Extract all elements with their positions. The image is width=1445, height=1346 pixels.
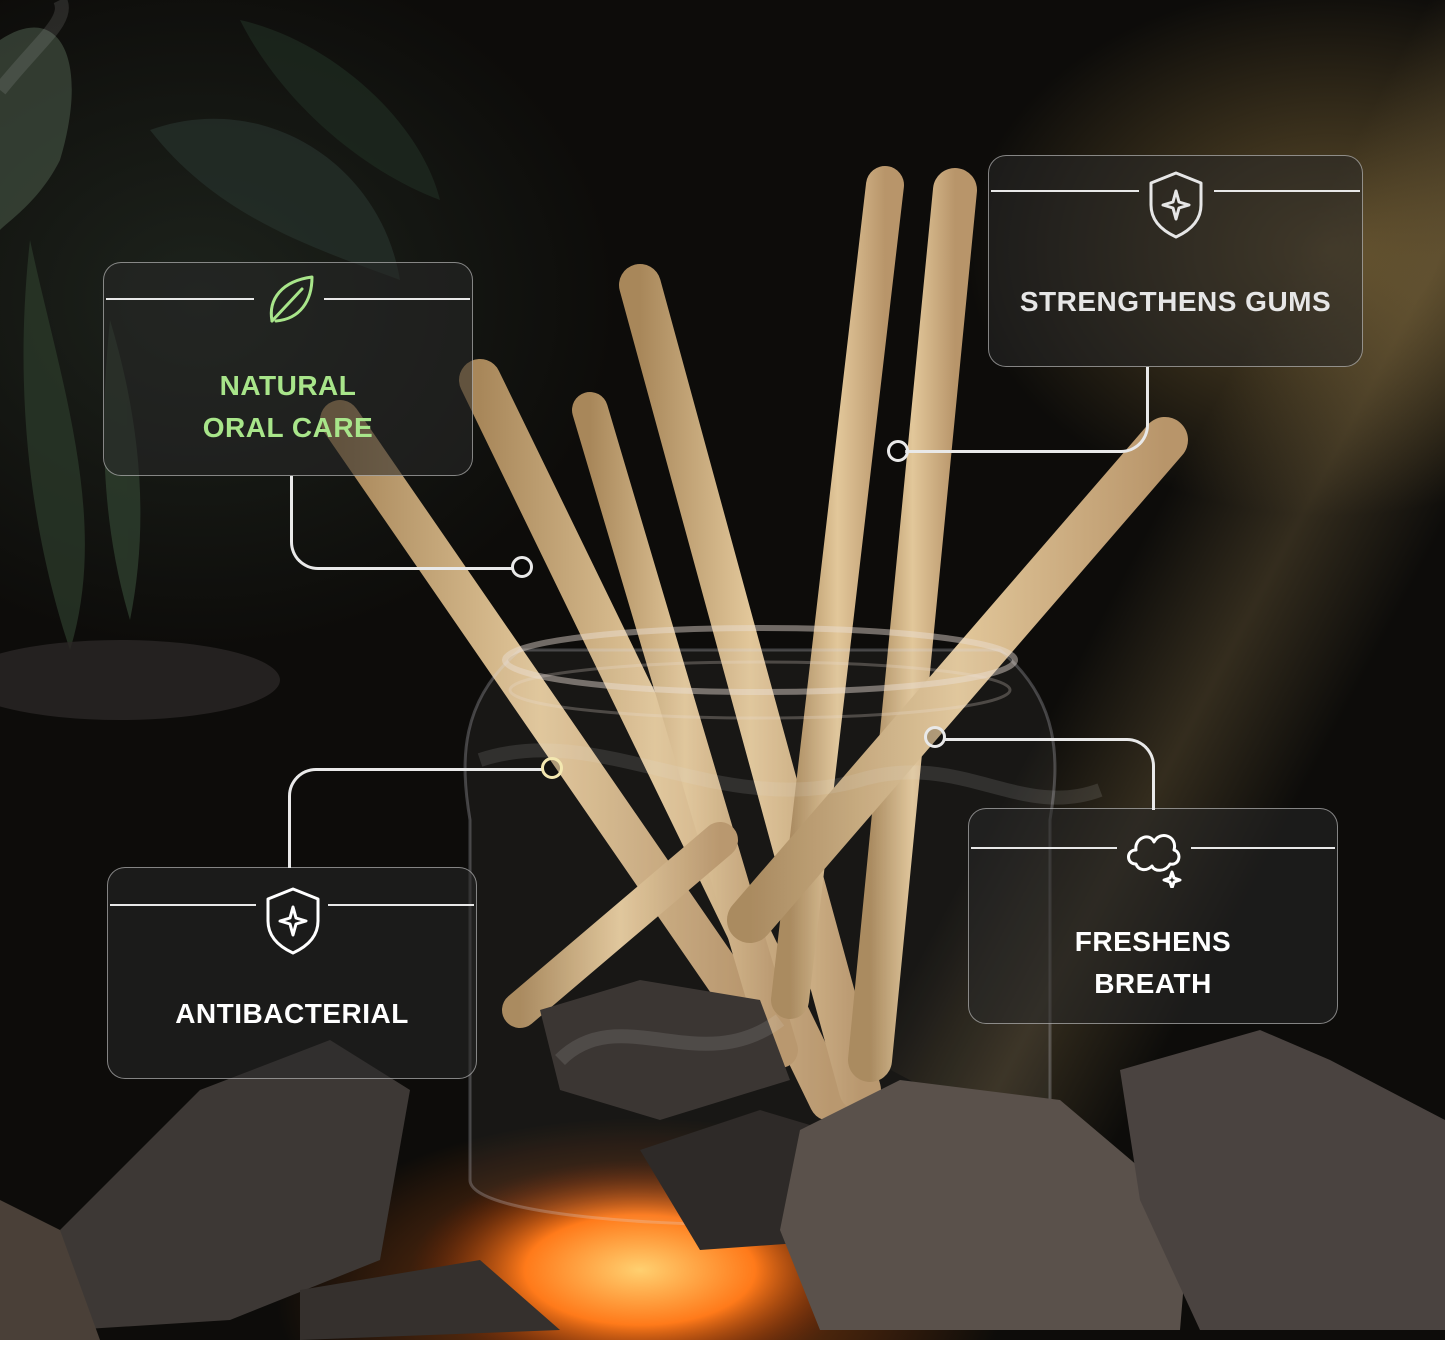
cloud-sparkle-icon [1119,819,1189,889]
smoke-wisps [0,0,1103,1066]
connector-line-antibacterial [288,768,542,868]
feature-card-natural-oral-care: NATURAL ORAL CARE [103,262,473,476]
rocks [0,980,1445,1340]
connector-line-breath [945,738,1155,810]
shield-sparkle-icon [1141,170,1211,240]
feature-title-line2: ORAL CARE [202,412,374,443]
feature-title: STRENGTHENS GUMS [1019,286,1332,317]
shield-sparkle-icon [258,886,328,956]
connector-dot-antibacterial [541,757,563,779]
card-divider [971,847,1117,849]
connector-line-gums [905,367,1149,453]
card-divider [1191,847,1335,849]
feature-title-line2: BREATH [1094,968,1212,999]
card-divider [106,298,254,300]
feature-card-strengthens-gums: STRENGTHENS GUMS [988,155,1363,367]
plant-pot [0,640,280,720]
feature-card-antibacterial: ANTIBACTERIAL [107,867,477,1079]
plant-leaves [0,20,440,650]
miswak-sticks [320,166,1188,1121]
card-divider [328,904,474,906]
card-divider [324,298,470,300]
card-divider [110,904,256,906]
leaf-icon [256,265,326,335]
feature-title-line1: FRESHENS [1074,926,1232,957]
feature-title-line1: NATURAL [219,370,357,401]
connector-line-natural [290,476,512,570]
card-divider [991,190,1139,192]
card-divider [1214,190,1360,192]
feature-title: ANTIBACTERIAL [175,998,409,1029]
feature-card-freshens-breath: FRESHENS BREATH [968,808,1338,1024]
connector-dot-breath [924,726,946,748]
connector-dot-gums [887,440,909,462]
connector-dot-natural [511,556,533,578]
